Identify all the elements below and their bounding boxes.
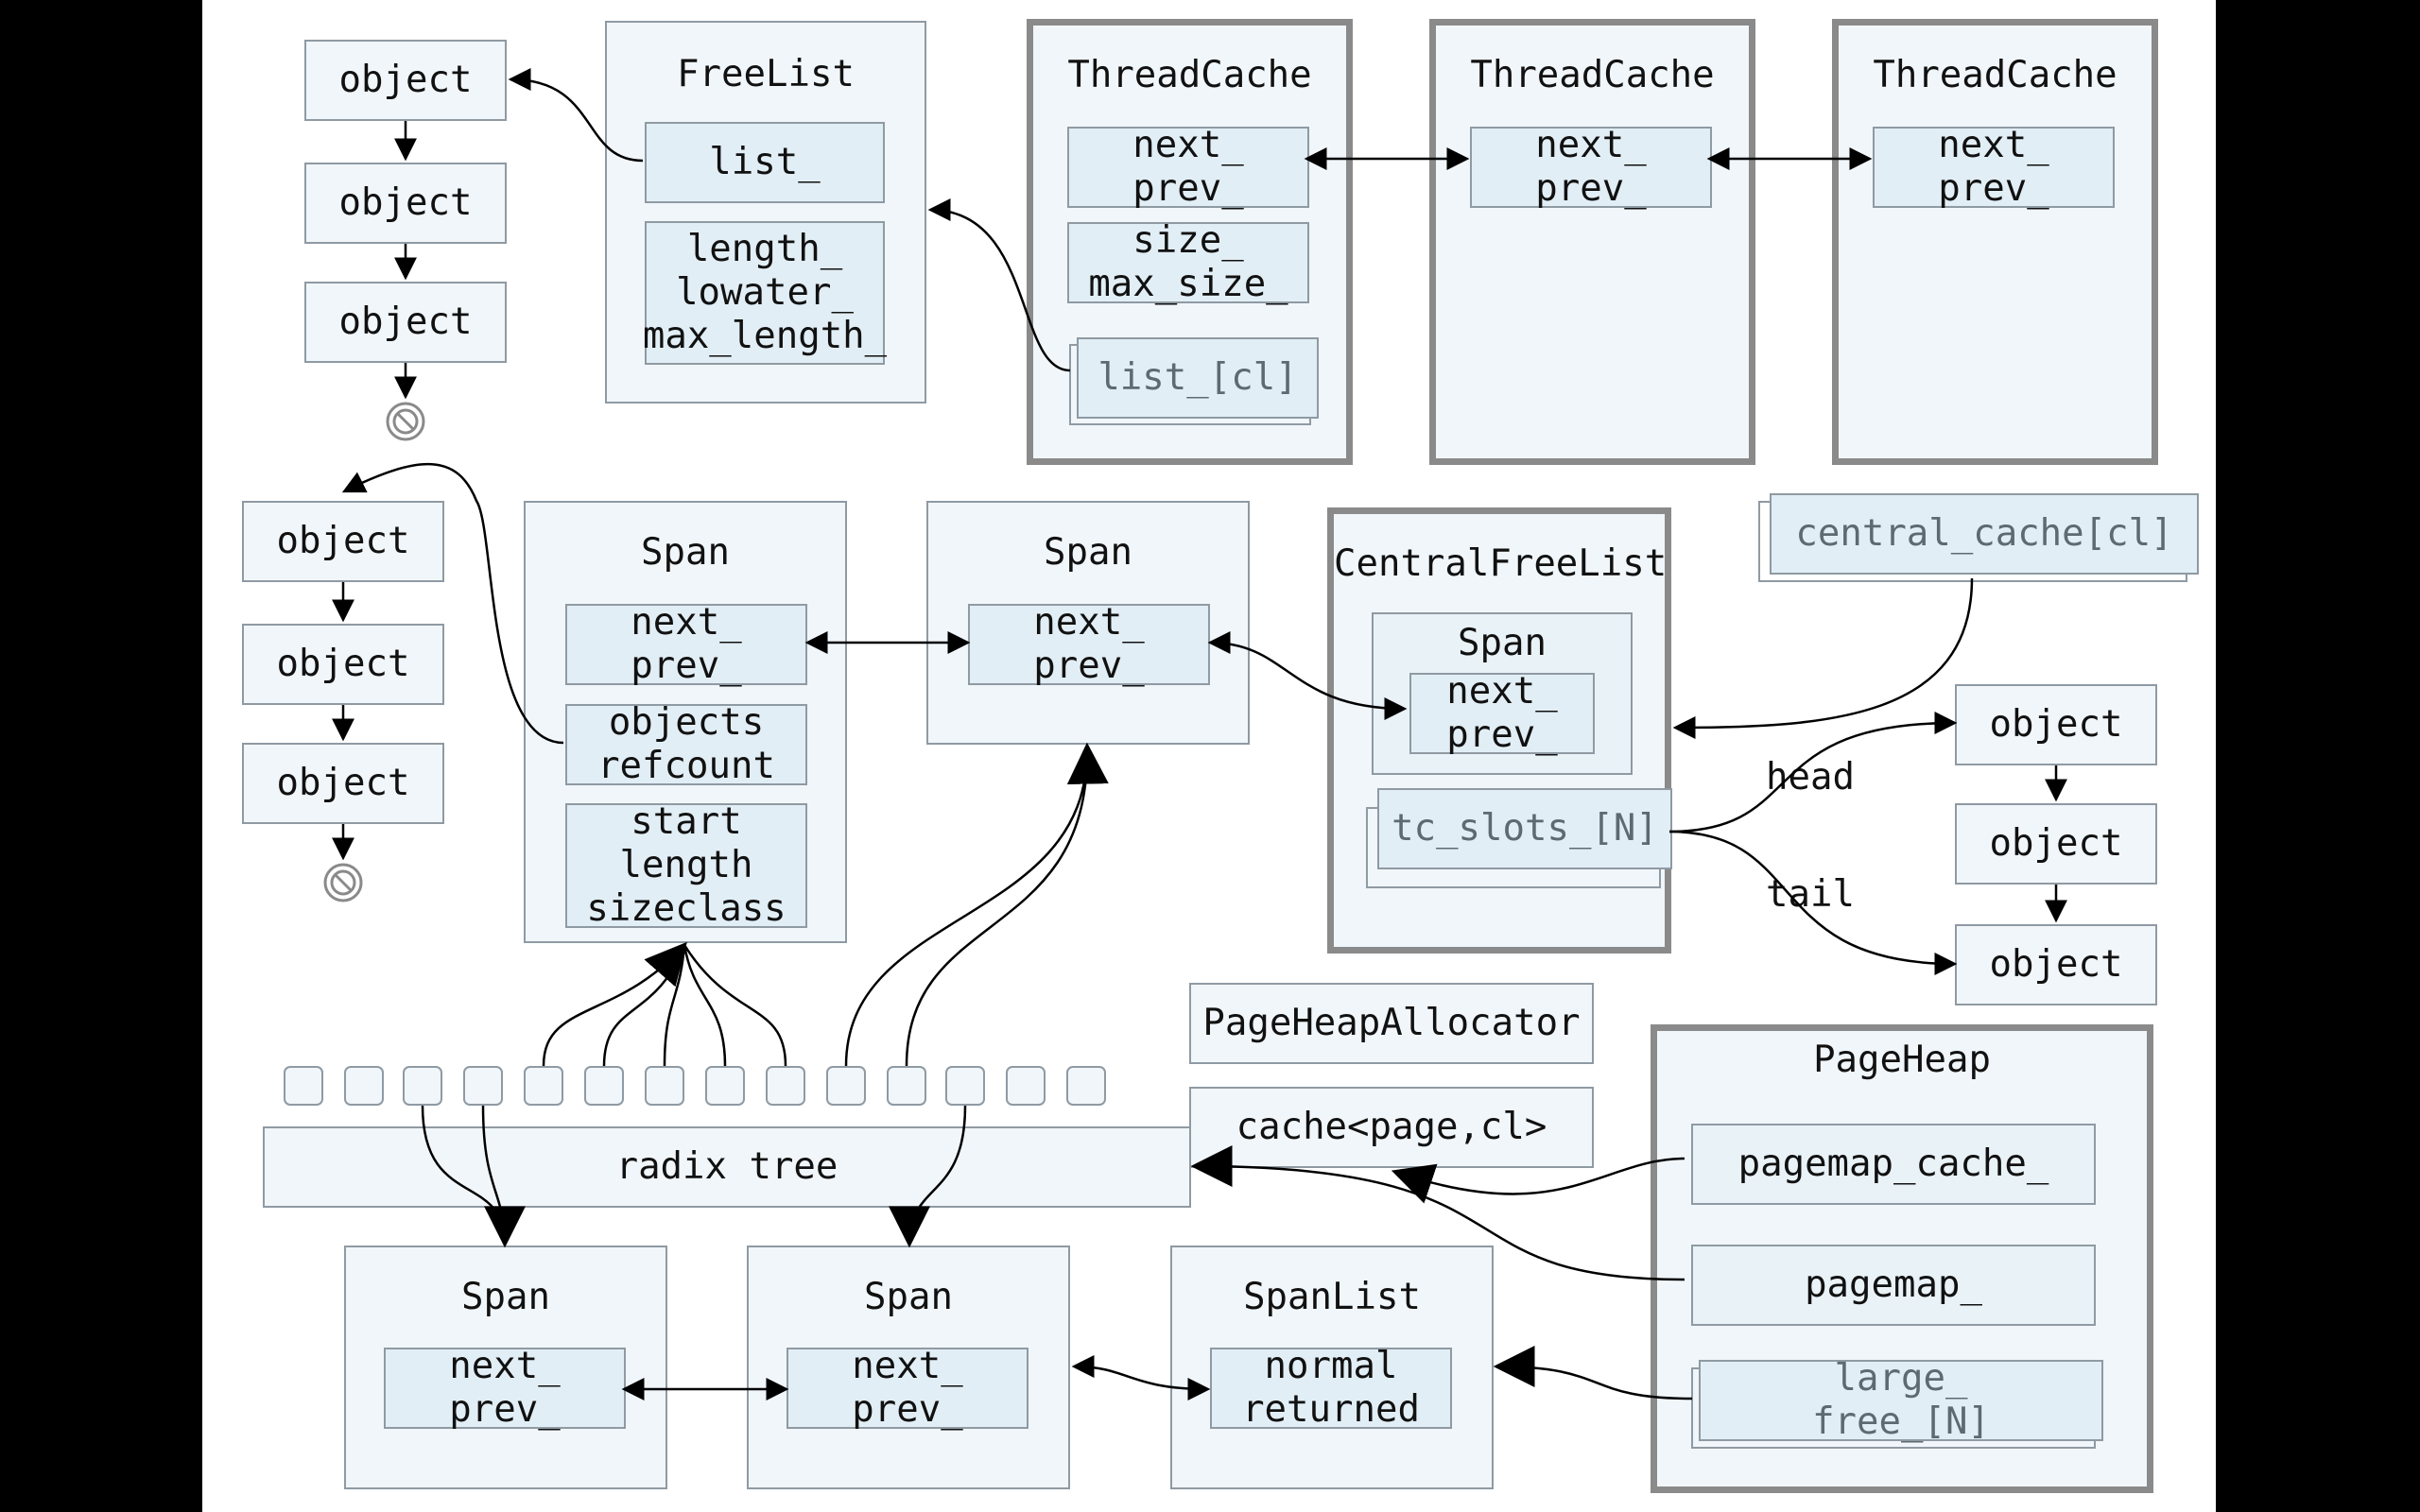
span-info-fields: start length sizeclass bbox=[565, 800, 807, 930]
tail-label: tail bbox=[1766, 873, 1855, 916]
radix-span-arrow bbox=[602, 944, 686, 1067]
threadcache-box: ThreadCache next_ prev_ bbox=[1832, 19, 2158, 465]
object-node: object bbox=[1955, 924, 2157, 1005]
radix-leaf bbox=[645, 1066, 684, 1106]
span-spanlist-arrow bbox=[1071, 1355, 1211, 1400]
threadcache-list-array: list_[cl] bbox=[1077, 337, 1319, 419]
freelist-head-arrow bbox=[508, 68, 644, 163]
freelist-box: FreeList list_ length_ lowater_ max_leng… bbox=[605, 21, 926, 404]
large-free-arrow bbox=[1493, 1346, 1693, 1400]
radix-leaf bbox=[284, 1066, 323, 1106]
centralfreelist-box: CentralFreeList Span next_ prev_ tc_slot… bbox=[1327, 507, 1672, 954]
threadcache-box: ThreadCache next_ prev_ bbox=[1429, 19, 1755, 465]
pageheap-allocator-box: PageHeapAllocator bbox=[1189, 983, 1594, 1064]
threadcache-box: ThreadCache next_ prev_ size_ max_size_ … bbox=[1027, 19, 1353, 465]
head-label: head bbox=[1766, 756, 1855, 799]
object-node: object bbox=[242, 501, 444, 582]
radix-leaf bbox=[1006, 1066, 1046, 1106]
pagemap-cache-box: cache<page,cl> bbox=[1189, 1087, 1594, 1168]
radix-leaf bbox=[887, 1066, 926, 1106]
threadcache-title: ThreadCache bbox=[1470, 54, 1715, 96]
radix-span-arrow bbox=[663, 944, 686, 1067]
span-objects-fields: objects refcount bbox=[565, 701, 807, 787]
central-cache-arrow bbox=[1672, 577, 1974, 739]
spanlist-title: SpanList bbox=[1243, 1276, 1421, 1318]
threadcache-title: ThreadCache bbox=[1873, 54, 2118, 96]
radix-leaf bbox=[826, 1066, 866, 1106]
radix-span-arrow bbox=[481, 1105, 507, 1245]
radix-span-arrow bbox=[542, 941, 687, 1067]
freelist-title: FreeList bbox=[677, 53, 855, 95]
pageheap-title: PageHeap bbox=[1813, 1039, 1991, 1081]
freelist-list-field: list_ bbox=[645, 122, 885, 203]
central-span-box: Span next_ prev_ bbox=[1372, 612, 1633, 775]
pagemap-cache-arrow bbox=[1391, 1157, 1685, 1204]
radix-leaf bbox=[344, 1066, 384, 1106]
span-title: Span bbox=[641, 531, 730, 574]
span-title: Span bbox=[1044, 531, 1132, 574]
null-terminator-icon bbox=[386, 402, 425, 441]
central-span-title: Span bbox=[1458, 622, 1547, 664]
span-box: Span next_ prev_ bbox=[344, 1246, 667, 1489]
span-links: next_ prev_ bbox=[968, 601, 1210, 687]
span-objects-arrow bbox=[341, 463, 564, 745]
radix-leaf bbox=[1066, 1066, 1106, 1106]
radix-span-arrow bbox=[905, 746, 1089, 1067]
radix-span-arrow bbox=[844, 742, 1109, 1067]
object-node: object bbox=[242, 624, 444, 705]
object-node: object bbox=[304, 40, 507, 121]
span-box: Span next_ prev_ bbox=[926, 501, 1250, 745]
pagemap-field: pagemap_ bbox=[1691, 1245, 2096, 1326]
span-links: next_ prev_ bbox=[384, 1345, 626, 1431]
span-links: next_ prev_ bbox=[565, 601, 807, 687]
spanlist-fields: normal returned bbox=[1210, 1345, 1452, 1431]
radix-leaf bbox=[584, 1066, 624, 1106]
connector-layer bbox=[323, 68, 2067, 1400]
threadcache-size-fields: size_ max_size_ bbox=[1067, 219, 1309, 305]
span-links: next_ prev_ bbox=[786, 1345, 1028, 1431]
radix-span-arrow bbox=[889, 1105, 967, 1248]
tc-slots-array: tc_slots_[N] bbox=[1377, 788, 1672, 869]
span-central-arrow bbox=[1207, 631, 1408, 720]
centralfreelist-title: CentralFreeList bbox=[1334, 542, 1668, 585]
freelist-length-fields: length_ lowater_ max_length_ bbox=[643, 221, 887, 365]
object-node: object bbox=[304, 282, 507, 363]
radix-span-arrow bbox=[683, 944, 787, 1067]
span-title: Span bbox=[864, 1276, 953, 1318]
threadcache-links: next_ prev_ bbox=[1470, 124, 1712, 210]
radix-leaf bbox=[463, 1066, 503, 1106]
threadcache-title: ThreadCache bbox=[1067, 54, 1312, 96]
threadcache-links: next_ prev_ bbox=[1067, 124, 1309, 210]
object-node: object bbox=[304, 163, 507, 244]
pagemap-cache-field: pagemap_cache_ bbox=[1691, 1124, 2096, 1205]
diagram-canvas: object object object FreeList list_ leng… bbox=[202, 0, 2216, 1512]
object-node: object bbox=[1955, 803, 2157, 885]
radix-leaf bbox=[403, 1066, 442, 1106]
spanlist-box: SpanList normal returned bbox=[1170, 1246, 1494, 1489]
radix-leaf bbox=[524, 1066, 563, 1106]
radix-leaf bbox=[766, 1066, 805, 1106]
span-title: Span bbox=[461, 1276, 550, 1318]
central-span-links: next_ prev_ bbox=[1409, 670, 1595, 756]
tail-arrow bbox=[1668, 830, 1958, 975]
pagemap-arrow bbox=[1190, 1145, 1685, 1281]
span-box: Span next_ prev_ bbox=[747, 1246, 1070, 1489]
threadcache-links: next_ prev_ bbox=[1873, 124, 2115, 210]
radix-leaf bbox=[945, 1066, 985, 1106]
central-cache-array: central_cache[cl] bbox=[1770, 493, 2199, 575]
large-free-array: large_ free_[N] bbox=[1699, 1357, 2103, 1443]
pageheap-box: PageHeap pagemap_cache_ pagemap_ large_ … bbox=[1651, 1024, 2153, 1493]
object-node: object bbox=[1955, 684, 2157, 765]
null-terminator-icon bbox=[323, 863, 363, 902]
list-array-arrow bbox=[927, 198, 1071, 372]
radix-leaf bbox=[705, 1066, 745, 1106]
span-box: Span next_ prev_ objects refcount start … bbox=[524, 501, 847, 943]
object-node: object bbox=[242, 743, 444, 824]
head-arrow bbox=[1668, 712, 1958, 833]
radix-span-arrow bbox=[683, 944, 727, 1067]
radix-span-arrow bbox=[421, 1105, 526, 1248]
radix-tree-box: radix tree bbox=[263, 1126, 1191, 1208]
